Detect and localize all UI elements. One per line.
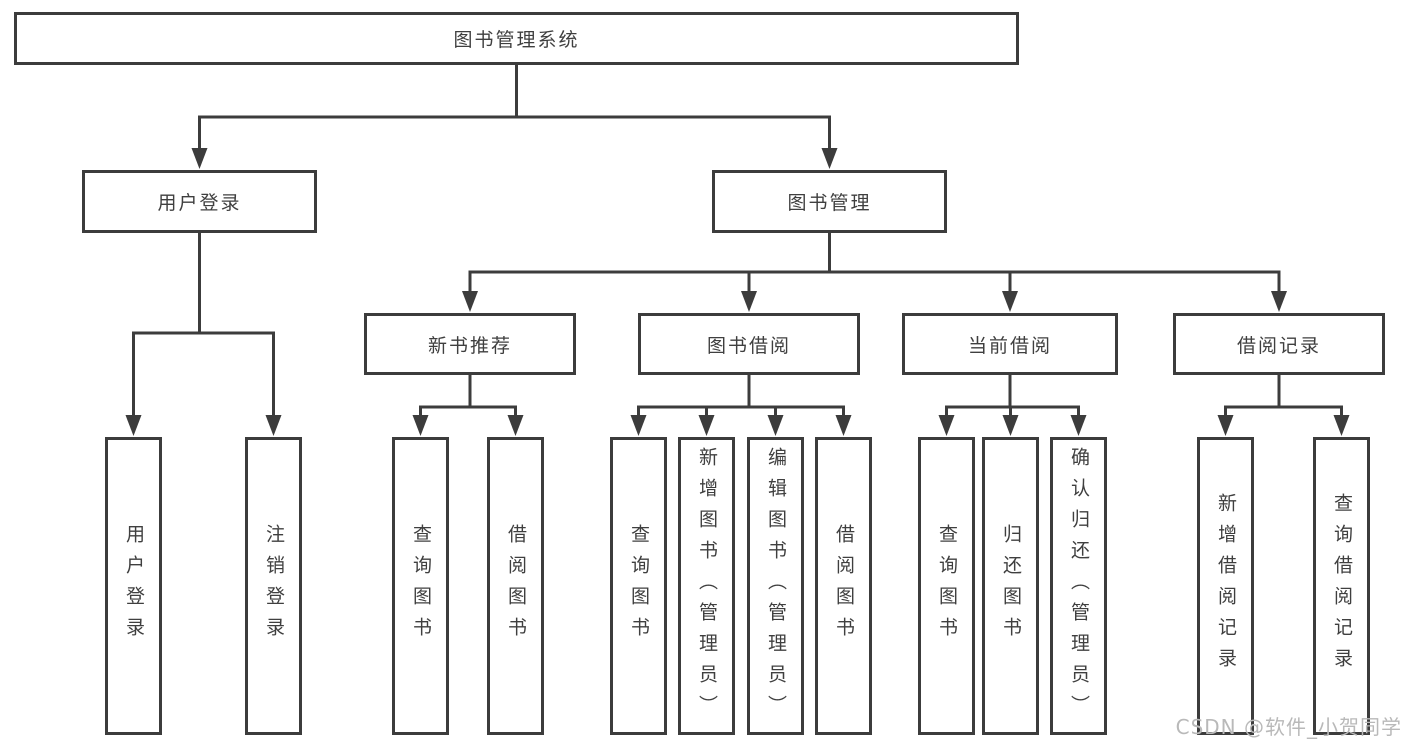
- leaf-query-books-current: 查询图书: [918, 437, 975, 735]
- node-current-borrowing: 当前借阅: [902, 313, 1118, 375]
- leaf-label: 归还图书: [1000, 524, 1022, 648]
- node-label: 图书管理: [787, 192, 872, 214]
- node-label: 图书借阅: [706, 334, 791, 357]
- leaf-label: 注销登录: [263, 524, 285, 648]
- leaf-edit-book-admin: 编辑图书（管理员）: [747, 437, 804, 735]
- leaf-borrow-books-recommend: 借阅图书: [487, 437, 544, 735]
- leaf-confirm-return-admin: 确认归还（管理员）: [1050, 437, 1107, 735]
- leaf-return-books: 归还图书: [982, 437, 1039, 735]
- node-label: 新书推荐: [427, 334, 512, 357]
- leaf-label: 新增借阅记录: [1215, 493, 1237, 679]
- node-label: 当前借阅: [967, 334, 1052, 357]
- node-library-management-system: 图书管理系统: [14, 12, 1019, 65]
- node-book-management: 图书管理: [712, 170, 947, 233]
- leaf-label: 用户登录: [123, 524, 145, 648]
- node-borrowing-records: 借阅记录: [1173, 313, 1385, 375]
- leaf-label: 查询图书: [628, 524, 650, 648]
- leaf-add-borrow-record: 新增借阅记录: [1197, 437, 1254, 735]
- leaf-label: 新增图书（管理员）: [696, 446, 718, 726]
- leaf-label: 确认归还（管理员）: [1068, 446, 1090, 726]
- leaf-query-books-borrowing: 查询图书: [610, 437, 667, 735]
- node-label: 图书管理系统: [453, 29, 580, 51]
- node-label: 借阅记录: [1236, 334, 1321, 357]
- node-label: 用户登录: [157, 192, 242, 214]
- node-new-book-recommendation: 新书推荐: [364, 313, 576, 375]
- watermark: CSDN @软件_小贺同学: [1175, 715, 1402, 739]
- leaf-add-book-admin: 新增图书（管理员）: [678, 437, 735, 735]
- leaf-label: 查询图书: [936, 524, 958, 648]
- leaf-user-login: 用户登录: [105, 437, 162, 735]
- leaf-label: 借阅图书: [833, 524, 855, 648]
- leaf-query-books-recommend: 查询图书: [392, 437, 449, 735]
- leaf-label: 查询借阅记录: [1331, 493, 1353, 679]
- leaf-label: 查询图书: [410, 524, 432, 648]
- leaf-borrow-books-borrowing: 借阅图书: [815, 437, 872, 735]
- leaf-label: 借阅图书: [505, 524, 527, 648]
- node-user-login: 用户登录: [82, 170, 317, 233]
- node-book-borrowing: 图书借阅: [638, 313, 860, 375]
- leaf-label: 编辑图书（管理员）: [765, 446, 787, 726]
- leaf-logout: 注销登录: [245, 437, 302, 735]
- leaf-query-borrow-record: 查询借阅记录: [1313, 437, 1370, 735]
